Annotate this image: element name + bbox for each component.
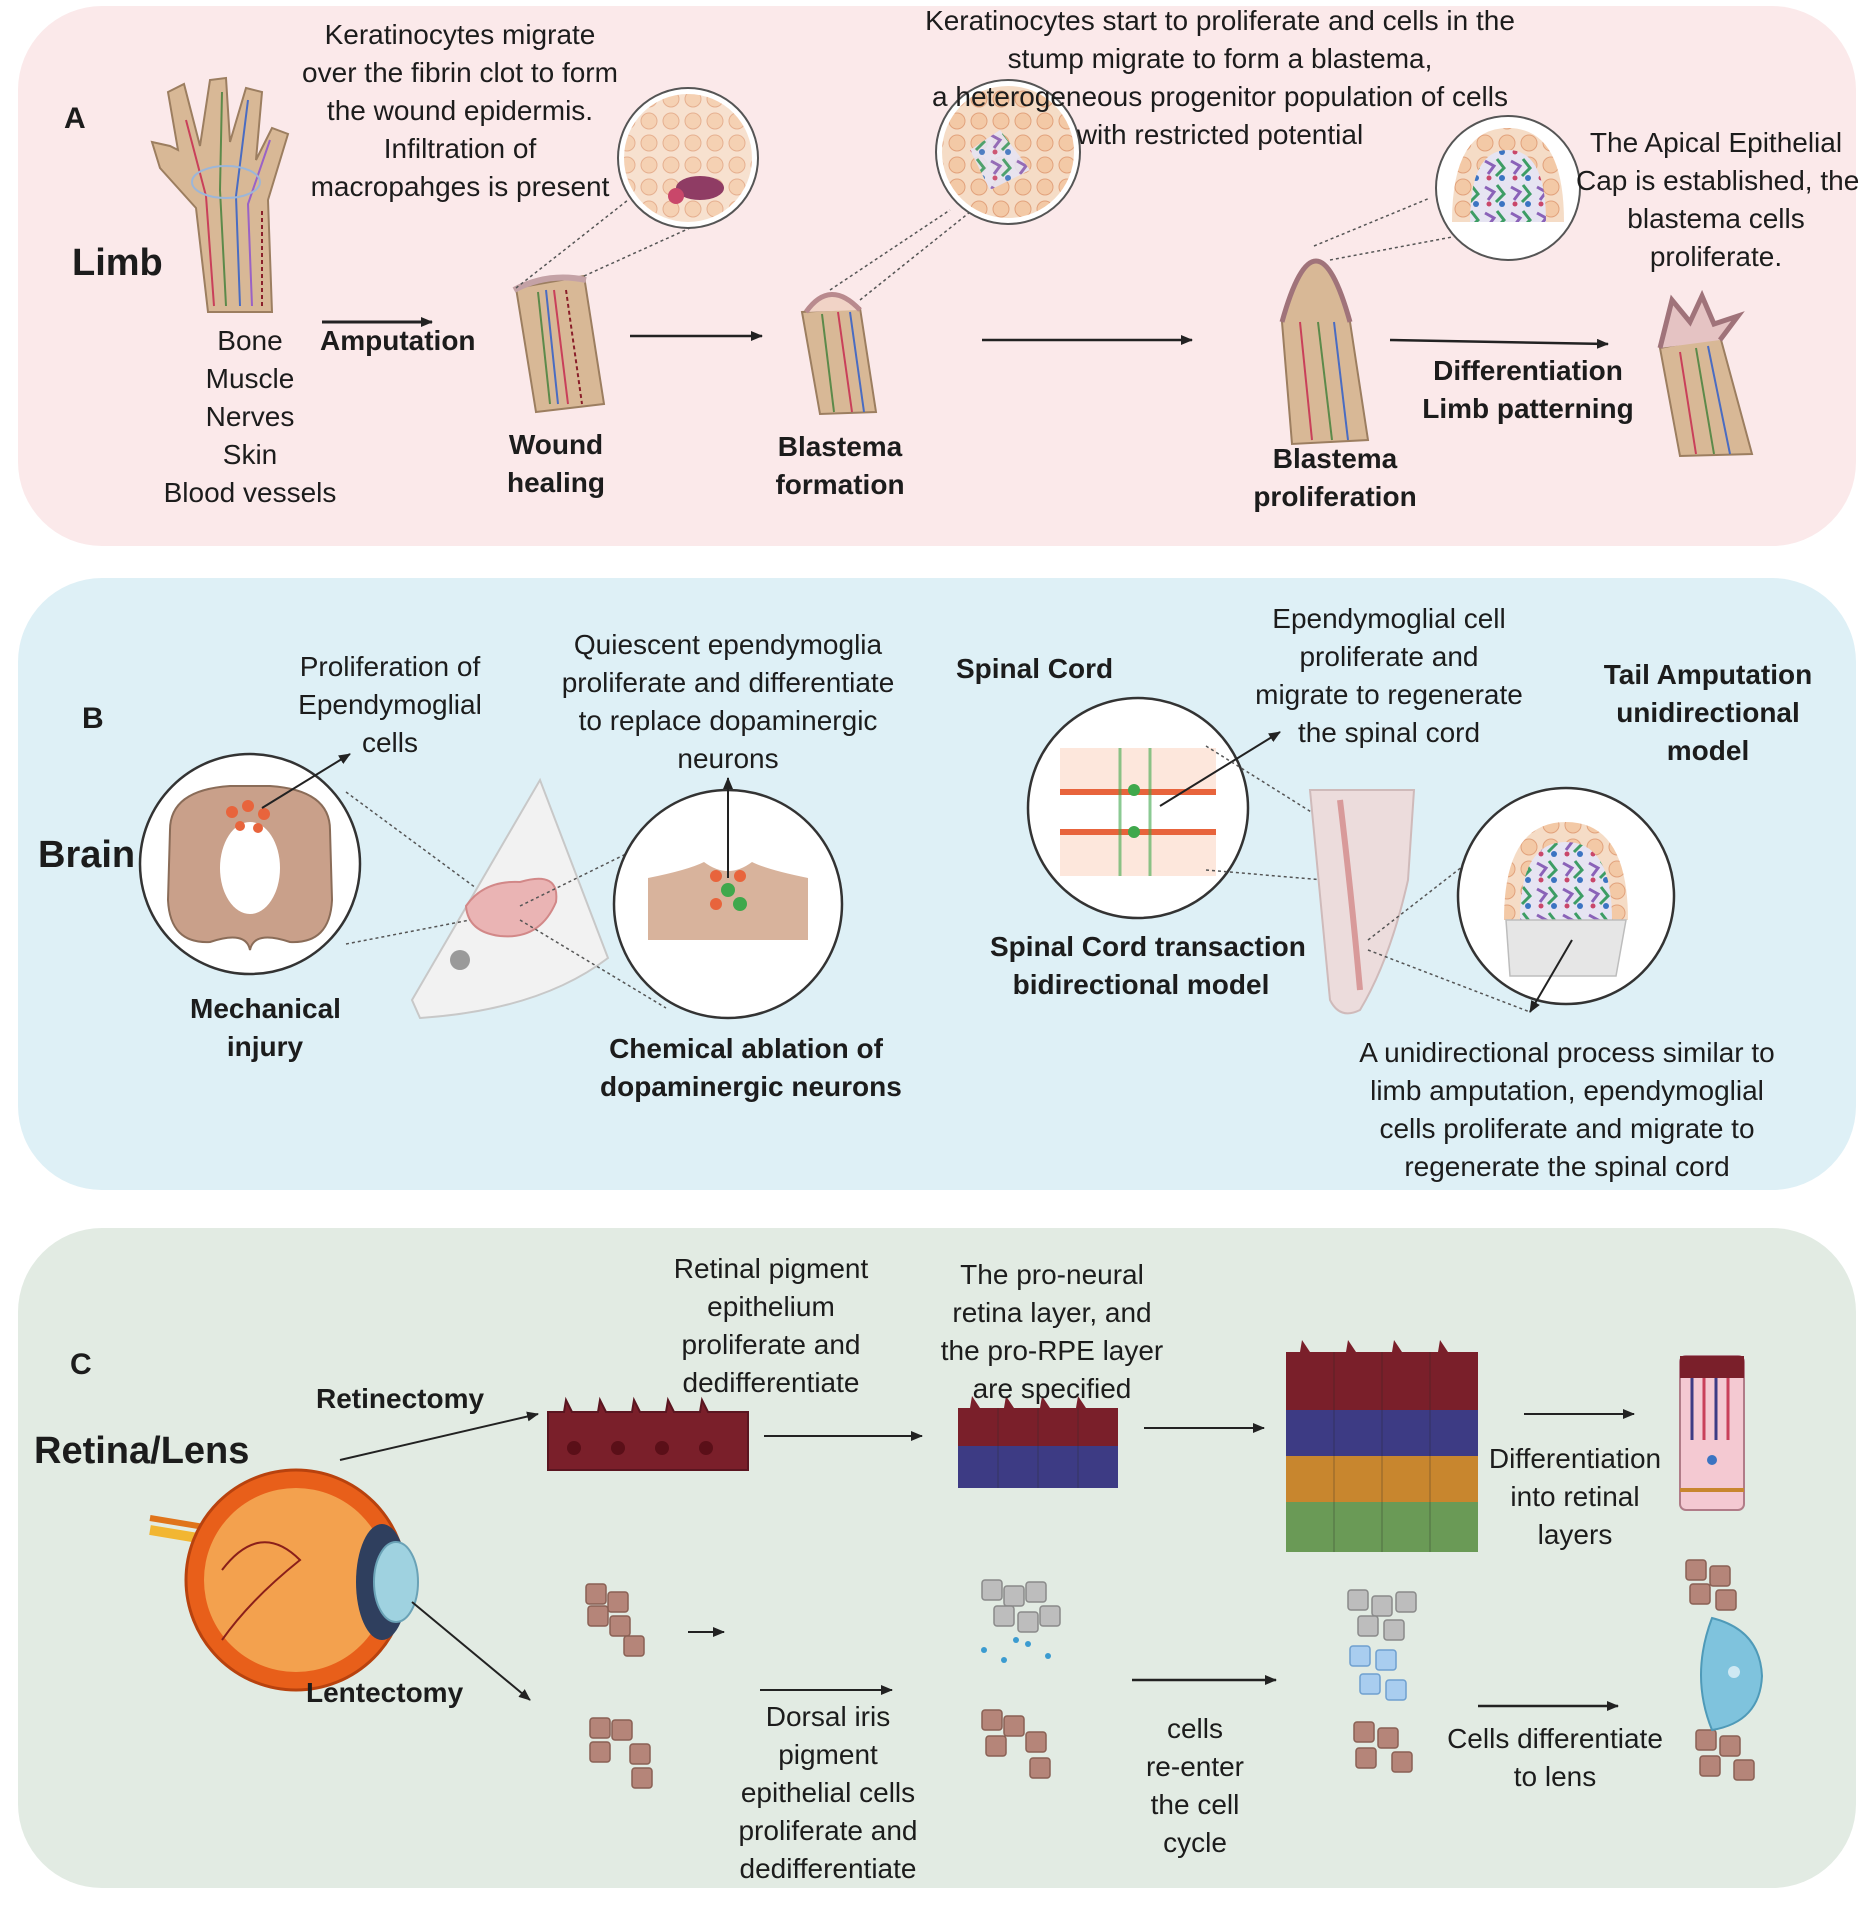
panel-a-limb: [18, 6, 1856, 546]
blastema-note: Keratinocytes start to proliferate and c…: [925, 5, 1515, 150]
tail-illustration: [1308, 789, 1416, 1015]
cell-cycle-cells: [1347, 1589, 1417, 1773]
regenerated-limb: [1657, 289, 1754, 458]
hand-illustration: [150, 76, 290, 313]
panel-c-title: Retina/Lens: [34, 1430, 250, 1472]
panel-a-title: Limb: [72, 242, 163, 284]
rpe-layer: [547, 1396, 749, 1471]
amputation-label: Amputation: [320, 325, 476, 356]
blastema-formation-stump: [800, 292, 878, 416]
salamander-head: [410, 777, 610, 1020]
spinal-cord-label: Spinal Cord: [956, 653, 1114, 684]
brain-section-inset: [138, 752, 362, 976]
lentectomy-label: Lentectomy: [306, 1677, 464, 1708]
wound-stump: [512, 274, 606, 414]
eye-illustration: [149, 1468, 419, 1692]
pro-neural-pro-rpe-layers: [958, 1396, 1118, 1488]
tail-amputation-inset: [1456, 786, 1676, 1006]
retinal-layers-result: [1679, 1355, 1745, 1511]
panel-b-title: Brain: [38, 834, 136, 876]
retinectomy-label: Retinectomy: [316, 1383, 485, 1414]
dopaminergic-inset: [612, 788, 844, 1020]
panel-c-letter: C: [70, 1348, 92, 1381]
panel-b-letter: B: [82, 702, 104, 735]
wound-epidermis-inset: [617, 87, 759, 229]
iris-cells-initial: [585, 1583, 653, 1789]
blastema-inset: [935, 79, 1081, 225]
multilayer-retina: [1286, 1340, 1478, 1552]
dedifferentiating-cells: [981, 1579, 1061, 1779]
spinal-cord-inset: [1026, 696, 1250, 920]
blastema-proliferation-stump: [1279, 258, 1370, 446]
panel-a-letter: A: [64, 102, 86, 135]
apical-epithelial-cap-inset: [1435, 115, 1581, 261]
lens-formation: [1685, 1559, 1764, 1781]
